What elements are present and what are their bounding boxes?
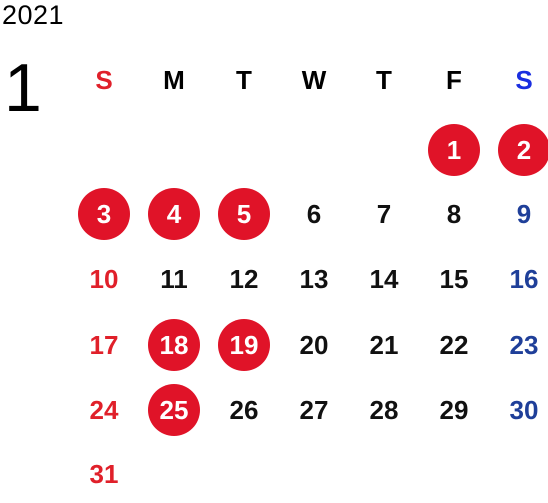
date-number: 31: [89, 458, 119, 489]
date-number: 14: [369, 263, 399, 294]
holiday-marker: [428, 124, 480, 176]
date-number: 20: [299, 329, 329, 360]
holiday-marker: [218, 188, 270, 240]
holiday-date: 2: [494, 124, 548, 176]
holiday-date: 18: [144, 319, 204, 371]
calendar-date: 7: [354, 188, 414, 240]
holiday-date: 25: [144, 384, 204, 436]
calendar-date: 16: [494, 253, 548, 305]
date-number: 30: [509, 394, 539, 425]
calendar-date: 17: [74, 319, 134, 371]
date-number: 22: [439, 329, 469, 360]
calendar-date: 9: [494, 188, 548, 240]
calendar-date: 15: [424, 253, 484, 305]
date-number: 16: [509, 263, 539, 294]
holiday-date: 19: [214, 319, 274, 371]
calendar-date: 31: [74, 448, 134, 500]
date-number: 19: [229, 329, 259, 360]
holiday-marker: [498, 124, 548, 176]
date-number: 17: [89, 329, 119, 360]
calendar-date: 14: [354, 253, 414, 305]
holiday-marker: [78, 188, 130, 240]
weekday-header: S: [95, 64, 113, 95]
date-number: 9: [516, 198, 532, 229]
holiday-date: 4: [144, 188, 204, 240]
date-number: 29: [439, 394, 469, 425]
holiday-marker: [148, 384, 200, 436]
holiday-marker: [148, 188, 200, 240]
calendar-date: 24: [74, 384, 134, 436]
weekday-header: W: [301, 64, 327, 95]
calendar-year: 2021: [2, 0, 65, 30]
holiday-marker: [148, 319, 200, 371]
calendar-date: 6: [284, 188, 344, 240]
date-number: 27: [299, 394, 329, 425]
date-number: 2: [516, 134, 532, 165]
calendar-date: 23: [494, 319, 548, 371]
date-number: 21: [369, 329, 399, 360]
calendar-date: 11: [144, 253, 204, 305]
date-number: 13: [299, 263, 329, 294]
date-number: 23: [509, 329, 539, 360]
date-number: 26: [229, 394, 259, 425]
calendar-date: 8: [424, 188, 484, 240]
calendar-date: 10: [74, 253, 134, 305]
holiday-date: 5: [214, 188, 274, 240]
date-number: 28: [369, 394, 399, 425]
date-number: 5: [236, 198, 252, 229]
weekday-header: T: [376, 64, 392, 95]
date-number: 7: [376, 198, 392, 229]
calendar-month: 1: [4, 50, 42, 126]
date-number: 6: [306, 198, 322, 229]
weekday-header: S: [515, 64, 533, 95]
weekday-header: M: [163, 64, 185, 95]
weekday-header: F: [446, 64, 462, 95]
date-number: 18: [159, 329, 189, 360]
calendar-date: 27: [284, 384, 344, 436]
calendar-date: 26: [214, 384, 274, 436]
holiday-date: 1: [424, 124, 484, 176]
holiday-date: 3: [74, 188, 134, 240]
date-number: 25: [159, 394, 189, 425]
date-number: 3: [96, 198, 112, 229]
date-number: 10: [89, 263, 119, 294]
date-number: 15: [439, 263, 469, 294]
calendar-date: 22: [424, 319, 484, 371]
calendar-date: 28: [354, 384, 414, 436]
holiday-marker: [218, 319, 270, 371]
date-number: 24: [89, 394, 119, 425]
date-number: 4: [166, 198, 182, 229]
date-number: 1: [446, 134, 462, 165]
calendar-date: 30: [494, 384, 548, 436]
date-number: 8: [446, 198, 462, 229]
date-number: 11: [160, 263, 188, 294]
calendar-date: 12: [214, 253, 274, 305]
weekday-header: T: [236, 64, 252, 95]
calendar-date: 20: [284, 319, 344, 371]
calendar-date: 21: [354, 319, 414, 371]
calendar-date: 29: [424, 384, 484, 436]
calendar-date: 13: [284, 253, 344, 305]
date-number: 12: [229, 263, 259, 294]
